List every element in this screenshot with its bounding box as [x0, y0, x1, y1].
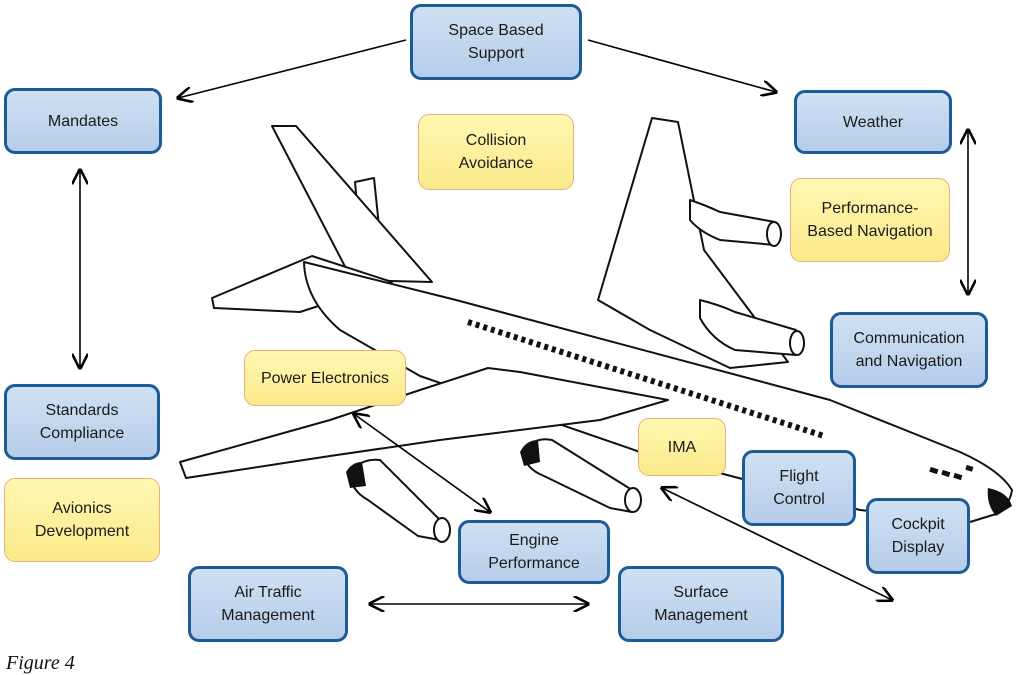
engine-performance-box: Engine Performance: [458, 520, 610, 584]
passenger-windows: [467, 319, 825, 439]
mandates-box: Mandates: [4, 88, 162, 154]
arrow-space-to-weather: [587, 39, 776, 92]
collision-avoidance-box: Collision Avoidance: [418, 114, 574, 190]
arrow-ima-cockpit: [662, 488, 892, 600]
far-wing: [597, 117, 789, 369]
weather-box: Weather: [794, 90, 952, 154]
communication-navigation-box: Communication and Navigation: [830, 312, 988, 388]
cockpit-windows: [929, 464, 974, 481]
arrow-power-engine: [354, 414, 490, 512]
near-engine-1: [349, 458, 447, 541]
vertical-tail: [271, 125, 433, 283]
near-engine-2: [523, 438, 639, 513]
ima-box: IMA: [638, 418, 726, 476]
power-electronics-box: Power Electronics: [244, 350, 406, 406]
standards-compliance-box: Standards Compliance: [4, 384, 160, 460]
avionics-development-box: Avionics Development: [4, 478, 160, 562]
cockpit-display-box: Cockpit Display: [866, 498, 970, 574]
cockpit-nose: [987, 488, 1012, 516]
connector-arrows: [80, 39, 968, 604]
figure-caption: Figure 4: [6, 652, 75, 674]
arrow-space-to-mandates: [178, 39, 407, 98]
air-traffic-management-box: Air Traffic Management: [188, 566, 348, 642]
space-based-support-box: Space Based Support: [410, 4, 582, 80]
flight-control-box: Flight Control: [742, 450, 856, 526]
surface-management-box: Surface Management: [618, 566, 784, 642]
performance-based-navigation-box: Performance- Based Navigation: [790, 178, 950, 262]
